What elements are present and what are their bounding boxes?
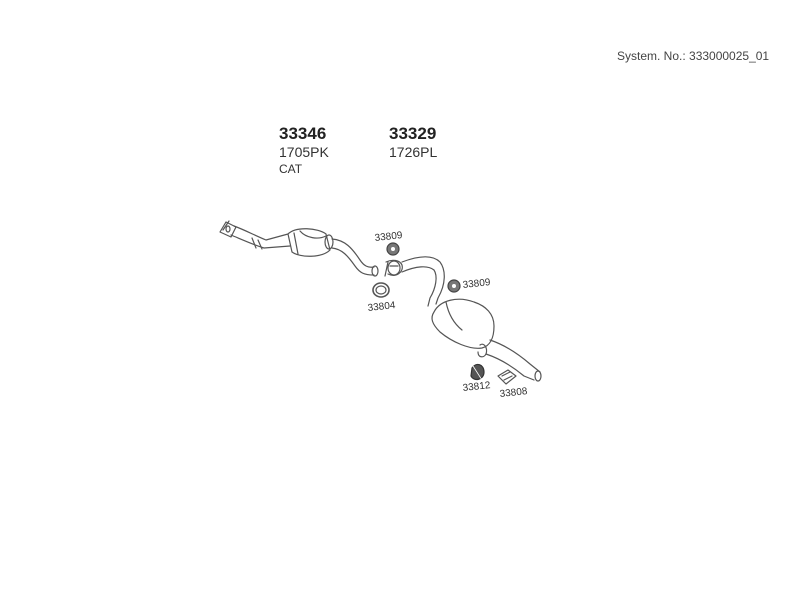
part-block-rear-silencer: 33329 1726PL	[389, 124, 437, 160]
catalytic-converter	[287, 228, 334, 257]
part-note: CAT	[279, 161, 303, 176]
rubber-mount	[470, 363, 485, 381]
hanger-rubber-front	[386, 242, 400, 256]
tail-pipe	[485, 339, 542, 382]
rear-silencer	[431, 298, 495, 358]
callout-hanger-front: 33809	[374, 230, 403, 244]
callout-rubber-mount: 33812	[462, 380, 491, 394]
callout-gasket: 33804	[367, 300, 396, 314]
part-number: 33346	[279, 124, 327, 143]
part-number: 33329	[389, 124, 437, 143]
front-flange	[219, 220, 237, 238]
system-number: System. No.: 333000025_01	[617, 49, 770, 63]
pipe-clamp	[497, 369, 517, 385]
part-code: 1726PL	[389, 143, 438, 160]
part-block-catalytic-converter: 33346 1705PK CAT	[279, 124, 329, 176]
center-joint	[384, 259, 403, 277]
gasket-ring	[372, 282, 390, 298]
rear-intermediate-pipe	[401, 256, 445, 307]
middle-pipe	[331, 238, 379, 277]
callout-clamp: 33808	[499, 386, 528, 400]
callout-hanger-rear: 33809	[462, 277, 491, 291]
front-pipe	[230, 225, 291, 250]
part-code: 1705PK	[279, 143, 329, 160]
hanger-rubber-rear	[447, 279, 461, 293]
